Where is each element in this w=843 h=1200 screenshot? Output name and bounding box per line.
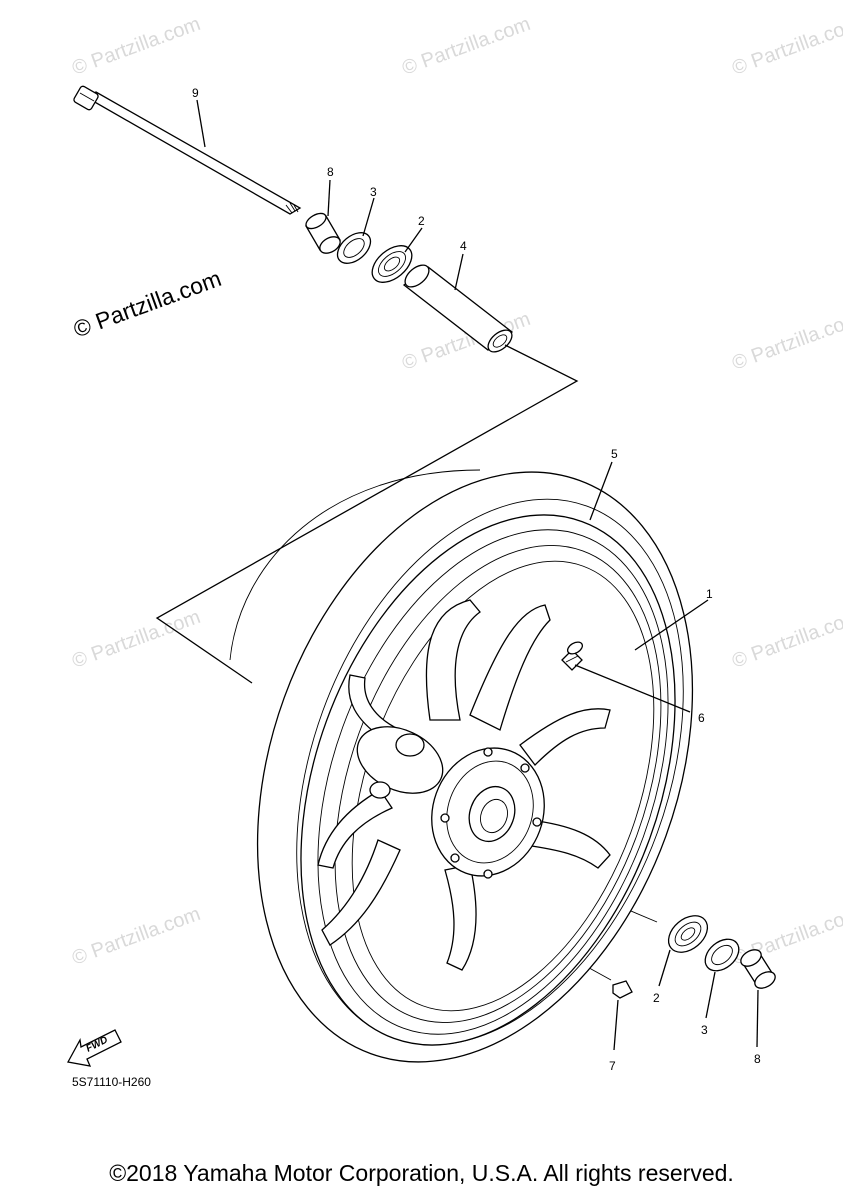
- callout-numbers: 9 8 3 2 4 5 1 6 2 3 8 7: [192, 86, 761, 1073]
- watermark: © Partzilla.com: [69, 903, 203, 970]
- callout-bearing-top: 2: [418, 214, 425, 228]
- diagram-code: 5S71110-H260: [72, 1075, 151, 1089]
- callout-balance-weight: 7: [609, 1059, 616, 1073]
- tire-valve: [561, 641, 584, 671]
- callout-spacer: 4: [460, 239, 467, 253]
- wheel-spokes: [317, 599, 611, 971]
- watermark: © Partzilla.com: [729, 13, 843, 80]
- callout-bearing-bottom: 2: [653, 991, 660, 1005]
- callout-collar-bottom: 8: [754, 1052, 761, 1066]
- watermark: © Partzilla.com: [69, 606, 203, 673]
- copyright-notice: ©2018 Yamaha Motor Corporation, U.S.A. A…: [109, 1160, 734, 1186]
- callout-collar-top: 8: [327, 165, 334, 179]
- callout-axle: 9: [192, 86, 199, 100]
- front-wheel-axle: [73, 85, 302, 215]
- fwd-arrow-icon: FWD: [66, 1029, 122, 1067]
- wheel-hub: [356, 726, 545, 879]
- bearing-top: [371, 245, 413, 283]
- watermark: © Partzilla.com: [729, 606, 843, 673]
- bearing-bottom: [667, 915, 709, 953]
- collar-top: [305, 212, 341, 254]
- wheel-spacer: [402, 264, 514, 353]
- watermark: © Partzilla.com: [729, 308, 843, 375]
- callout-valve: 6: [698, 711, 705, 725]
- watermark: © Partzilla.com: [399, 13, 533, 80]
- callout-wheel: 1: [706, 587, 713, 601]
- oil-seal-top: [336, 232, 372, 264]
- callout-oil-seal-bottom: 3: [701, 1023, 708, 1037]
- collar-bottom: [740, 949, 776, 989]
- callout-tire: 5: [611, 447, 618, 461]
- callout-oil-seal-top: 3: [370, 185, 377, 199]
- axle-thread: [285, 202, 299, 214]
- watermark: © Partzilla.com: [69, 13, 203, 80]
- oil-seal-bottom: [704, 938, 740, 972]
- leader-lines: [196, 99, 759, 1051]
- balance-weight: [612, 980, 633, 999]
